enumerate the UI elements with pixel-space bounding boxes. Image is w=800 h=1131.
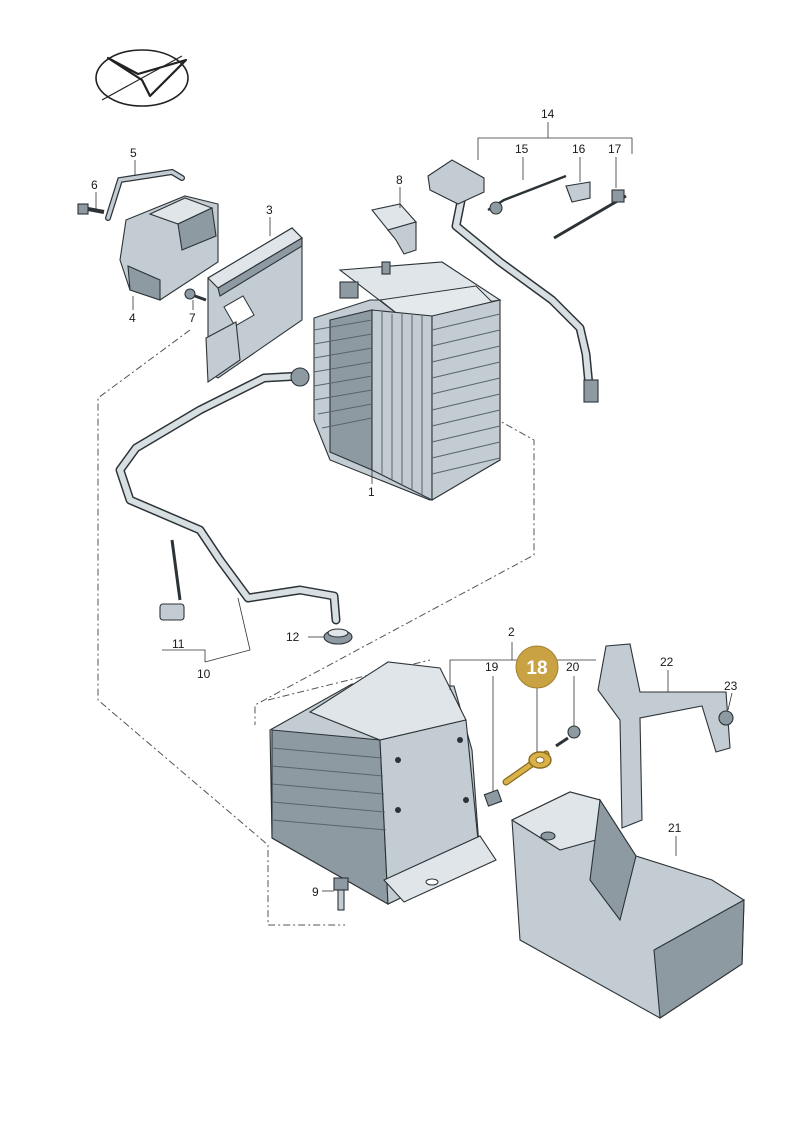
part-14-battery-cable: [427, 159, 627, 403]
callout-21: 21: [668, 821, 682, 835]
callout-9: 9: [312, 885, 319, 899]
part-6-bolt: [77, 203, 105, 215]
leader-lines: [95, 122, 733, 892]
part-3-plate: [205, 227, 303, 384]
part-4-bracket: [119, 195, 219, 301]
part-1-battery: [313, 261, 502, 501]
part-11-cable-tie: [159, 539, 185, 621]
part-9-bolt: [333, 877, 349, 911]
callout-12: 12: [286, 630, 300, 644]
part-19-nut: [483, 789, 503, 807]
callout-18-text: 18: [526, 658, 547, 679]
callout-6: 6: [91, 178, 98, 192]
part-21-battery-cover: [510, 791, 745, 1019]
callout-22: 22: [660, 655, 674, 669]
callout-11: 11: [172, 637, 185, 651]
part-20-screw: [555, 725, 581, 748]
callout-23: 23: [724, 679, 738, 693]
part-5-clamp: [105, 168, 185, 221]
callout-14: 14: [541, 107, 555, 121]
callout-4: 4: [129, 311, 136, 325]
callout-1: 1: [368, 485, 375, 499]
tray-ribs: [271, 747, 387, 831]
part-8-terminal-cover: [371, 203, 417, 255]
part-22-bracket: [597, 643, 731, 829]
part-18-strap-highlighted: [502, 750, 552, 786]
callout-16: 16: [572, 142, 586, 156]
callout-20: 20: [566, 660, 580, 674]
callout-17: 17: [608, 142, 622, 156]
direction-arrow-icon: [95, 49, 189, 107]
part-23-nut: [718, 710, 734, 726]
callout-18-highlight: 18: [515, 645, 559, 689]
callout-3: 3: [266, 203, 273, 217]
callout-10: 10: [197, 667, 211, 681]
part-10-vent-hose: [115, 367, 341, 625]
part-12-grommet: [323, 628, 353, 645]
callout-2: 2: [508, 625, 515, 639]
part-2-battery-tray: [269, 661, 497, 905]
callout-19: 19: [485, 660, 499, 674]
part-7-screw: [184, 288, 207, 302]
callout-labels: 5 6 3 8 4 7 1 14 15 16 17 11 10 12 2 19 …: [91, 107, 738, 899]
battery-ribs: [313, 312, 501, 496]
callout-5: 5: [130, 146, 137, 160]
callout-8: 8: [396, 173, 403, 187]
callout-15: 15: [515, 142, 529, 156]
callout-7: 7: [189, 311, 196, 325]
